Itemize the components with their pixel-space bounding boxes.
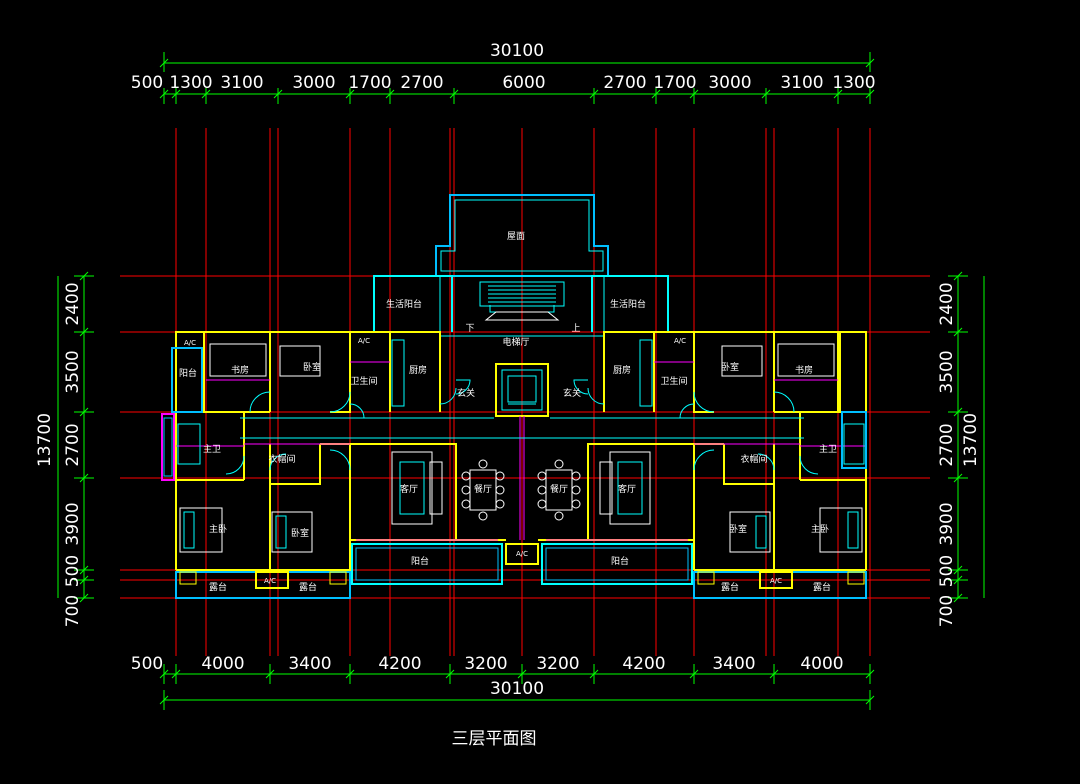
door-swings [225,379,819,475]
elevator-core [495,363,549,417]
left-dim-label: 2700 [63,423,83,466]
top-total-dim: 30100 [490,41,544,61]
room-bath-left: 卫生间 [350,375,377,387]
bottom-total-dim: 30100 [490,679,544,699]
right-total-dim: 13700 [961,413,981,467]
left-dim-label: 3500 [63,350,83,393]
ac-label-3: A/C [674,337,686,345]
room-front-balcony-right: 阳台 [611,555,629,567]
left-total-dim: 13700 [35,413,55,467]
top-dim-label: 1700 [348,73,391,93]
bottom-dim-label: 3200 [536,654,579,674]
room-elevator-hall: 电梯厅 [502,336,529,348]
top-dim-label: 2700 [603,73,646,93]
ac-label-6: A/C [770,577,782,585]
stair-up-label: 上 [571,323,580,334]
ac-label-1: A/C [184,339,196,347]
room-service-balcony-right: 生活阳台 [610,298,646,310]
top-dim-label: 3000 [708,73,751,93]
room-balcony-left: 阳台 [179,367,197,379]
corridor [240,417,804,439]
top-dim-label: 6000 [502,73,545,93]
top-dim-label: 2700 [400,73,443,93]
bottom-dim-label: 3400 [712,654,755,674]
room-foyer-right: 玄关 [563,387,581,399]
room-kitchen-right: 厨房 [613,364,631,376]
room-front-balcony-left: 阳台 [411,555,429,567]
bottom-dim-label: 4200 [378,654,421,674]
right-dim-label: 3900 [937,502,957,545]
axis-grid [120,128,930,656]
side-balconies [161,347,867,481]
furniture [177,339,865,553]
right-dim-label: 500 [937,555,957,587]
room-master-bath-right: 主卫 [819,443,837,455]
drawing-title: 三层平面图 [452,729,537,749]
top-dim-label: 3100 [780,73,823,93]
room-second-bed-left: 卧室 [291,527,309,539]
room-dining-right: 餐厅 [550,483,568,495]
room-bath-right: 卫生间 [660,375,687,387]
room-terrace-right-1: 露台 [721,581,739,593]
top-dim-label: 3000 [292,73,335,93]
bottom-dim-label: 3400 [288,654,331,674]
bottom-dim-label: 500 [131,654,163,674]
top-dim-label: 3100 [220,73,263,93]
ac-label-2: A/C [358,337,370,345]
stair [479,281,565,321]
top-dim-label: 1300 [169,73,212,93]
room-bedroom-left-top: 卧室 [303,361,321,373]
left-dim-label: 500 [63,555,83,587]
room-terrace-right-2: 露台 [813,581,831,593]
right-dim-label: 2400 [937,282,957,325]
room-living-right: 客厅 [618,483,636,495]
left-dim-label: 700 [63,595,83,627]
room-service-balcony-left: 生活阳台 [386,298,422,310]
top-dim-label: 1700 [653,73,696,93]
room-roof: 屋面 [507,231,525,242]
room-living-left: 客厅 [400,483,418,495]
service-balconies [373,275,669,337]
room-second-bed-right: 卧室 [729,523,747,535]
right-dim-label: 700 [937,595,957,627]
room-master-bed-right: 主卧 [811,523,829,535]
room-dining-left: 餐厅 [474,483,492,495]
room-master-bath-left: 主卫 [203,443,221,455]
bottom-dim-label: 4000 [800,654,843,674]
top-dim-label: 500 [131,73,163,93]
right-unit-walls [538,331,867,571]
room-closet-left: 衣帽间 [268,453,295,465]
room-bedroom-right-top: 卧室 [721,361,739,373]
room-master-bed-left: 主卧 [209,523,227,535]
right-dim-label: 2700 [937,423,957,466]
bottom-dim-label: 3200 [464,654,507,674]
front-balconies [351,543,693,585]
terraces [175,571,867,599]
left-dim-label: 3900 [63,502,83,545]
right-dim-label: 3500 [937,350,957,393]
top-dim-label: 1300 [832,73,875,93]
bottom-dim-label: 4200 [622,654,665,674]
room-foyer-left: 玄关 [457,387,475,399]
room-kitchen-left: 厨房 [409,364,427,376]
ac-label-4: A/C [516,550,528,558]
stair-down-label: 下 [465,324,474,334]
room-terrace-left-1: 露台 [209,581,227,593]
room-closet-right: 衣帽间 [740,453,767,465]
room-study-right: 书房 [795,364,813,376]
bottom-dim-label: 4000 [201,654,244,674]
room-study-left: 书房 [231,364,249,376]
room-terrace-left-2: 露台 [299,581,317,593]
ac-label-5: A/C [264,577,276,585]
partitions [176,361,866,541]
room-labels: 屋面 电梯厅 下 上 生活阳台 生活阳台 书房 书房 卧室 卧室 卫生间 卫生间… [179,231,837,593]
dimension-lines [57,52,985,710]
left-dim-label: 2400 [63,282,83,325]
